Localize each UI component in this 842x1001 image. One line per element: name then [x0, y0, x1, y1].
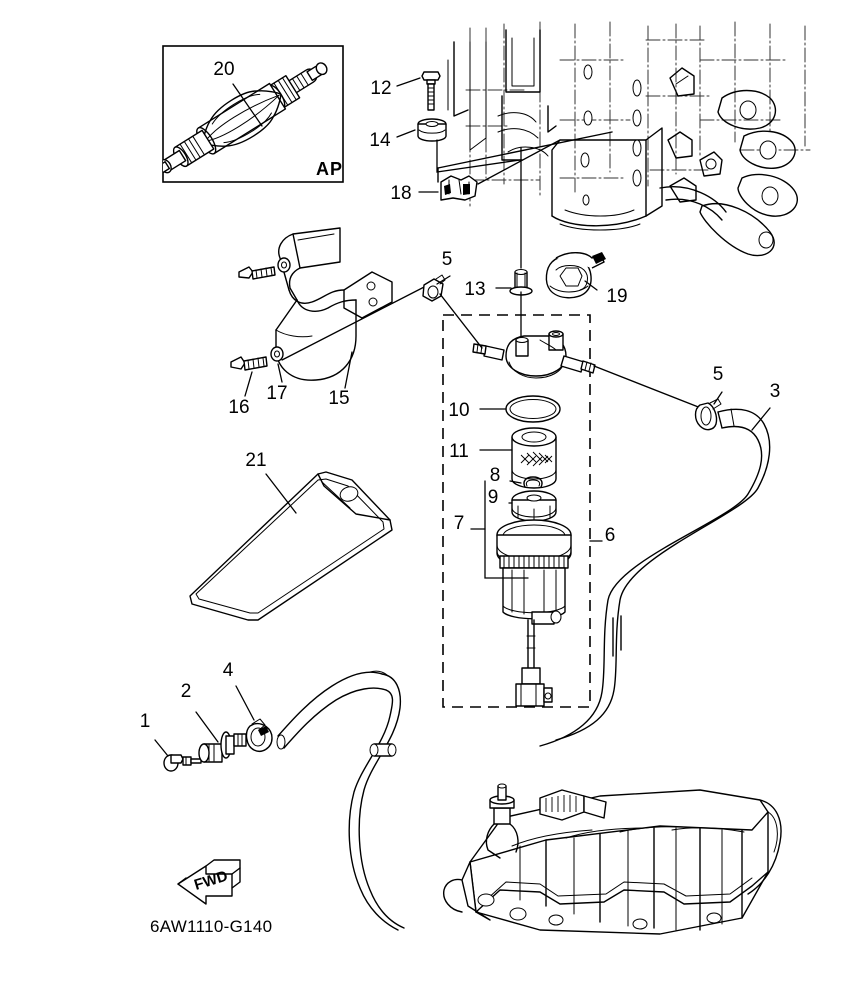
- part-2-connector: [195, 711, 247, 763]
- callout-9: 9: [488, 487, 499, 508]
- part-5-clamp-left: [422, 274, 451, 302]
- ap-inset-label: AP: [316, 159, 343, 179]
- left-fuel-hose: [276, 670, 389, 750]
- callout-12: 12: [370, 78, 391, 99]
- part-5-clamp-right: [694, 391, 723, 431]
- callout-17: 17: [266, 383, 287, 404]
- callout-leader-1: [154, 739, 169, 757]
- primer-bulb-drawing: [163, 62, 328, 182]
- part-13-collar: [495, 147, 533, 346]
- fwd-direction-marker: FWD: [177, 859, 241, 905]
- callout-leader-12: [396, 77, 421, 87]
- part-14-grommet: [396, 118, 521, 173]
- part-3-fuel-hose: [539, 407, 771, 747]
- callout-leader-3: [751, 407, 771, 431]
- assembly-boundary-6: [442, 314, 591, 708]
- callout-leader-21: [265, 473, 297, 514]
- part-16-bolt-upper: [238, 266, 276, 280]
- part-4-hose-clamp: [235, 685, 273, 752]
- callout-leader-8: [509, 480, 522, 484]
- callout-10: 10: [448, 400, 469, 421]
- ap-inset-box: AP: [162, 45, 344, 183]
- callout-8: 8: [490, 465, 501, 486]
- part-1-plug: [154, 739, 202, 772]
- part-19-holder: [545, 252, 606, 299]
- callout-leader-20: [232, 83, 263, 127]
- callout-13: 13: [464, 279, 485, 300]
- mesh-texture: [520, 451, 553, 467]
- callout-leader-5-left: [436, 275, 451, 285]
- part-11-filter-element: [479, 427, 557, 489]
- callout-1: 1: [140, 711, 151, 732]
- bracket-7-span: [484, 480, 529, 579]
- part-21-strap: [189, 471, 393, 621]
- engine-block-phantom: [437, 21, 811, 257]
- hose-outlet-run: [593, 365, 707, 411]
- callout-5-right: 5: [713, 364, 724, 385]
- part-16-bolt-lower: [230, 356, 268, 397]
- leader-14-to-block: [436, 139, 521, 173]
- hose-inlet-run: [439, 293, 483, 349]
- part-9-float: [508, 490, 557, 522]
- callout-labels: 1 2 3 4 5 5 6 7 8 9 10 11 12 13 14 15 16…: [140, 59, 781, 732]
- fuel-filter-head: [472, 330, 596, 379]
- part-10-oring: [479, 395, 561, 423]
- callout-21: 21: [245, 450, 266, 471]
- callout-14: 14: [369, 130, 391, 151]
- callout-4: 4: [223, 660, 234, 681]
- leader-18-to-block: [477, 139, 561, 185]
- callout-leader-2: [195, 711, 219, 743]
- callout-3: 3: [770, 381, 781, 402]
- callout-7: 7: [454, 513, 465, 534]
- engine-mount-bosses: [659, 89, 799, 257]
- part-8-clip: [509, 476, 543, 488]
- callout-18: 18: [390, 183, 411, 204]
- manifold-feed-hose: [348, 673, 405, 931]
- callout-19: 19: [606, 286, 627, 307]
- part-7-filter-cup: [470, 480, 572, 707]
- callout-20: 20: [213, 59, 234, 80]
- part-number-label: 6AW1110-G140: [150, 917, 272, 936]
- callout-2: 2: [181, 681, 192, 702]
- callout-leader-16: [244, 371, 253, 397]
- callout-11: 11: [449, 441, 469, 462]
- part-12-bolt: [396, 71, 441, 111]
- callout-leader-4: [235, 685, 255, 721]
- callout-leader-19: [584, 280, 598, 291]
- callout-leader-5-right: [713, 391, 723, 405]
- part-17-washer-lower: [270, 346, 284, 383]
- callout-leader-17: [277, 363, 283, 383]
- connector-ribs: [545, 795, 577, 812]
- part-18-clip: [418, 139, 561, 201]
- callout-leader-14: [396, 129, 416, 138]
- intake-manifold: [443, 783, 782, 935]
- callout-5-left: 5: [442, 249, 453, 270]
- callout-15: 15: [328, 388, 349, 409]
- callout-leader-15: [344, 351, 353, 389]
- leader-bracket-to-block: [281, 283, 431, 361]
- callout-6: 6: [605, 525, 616, 546]
- part-17-washer-upper: [277, 257, 291, 273]
- callout-16: 16: [228, 397, 249, 418]
- knurl-texture: [503, 556, 565, 568]
